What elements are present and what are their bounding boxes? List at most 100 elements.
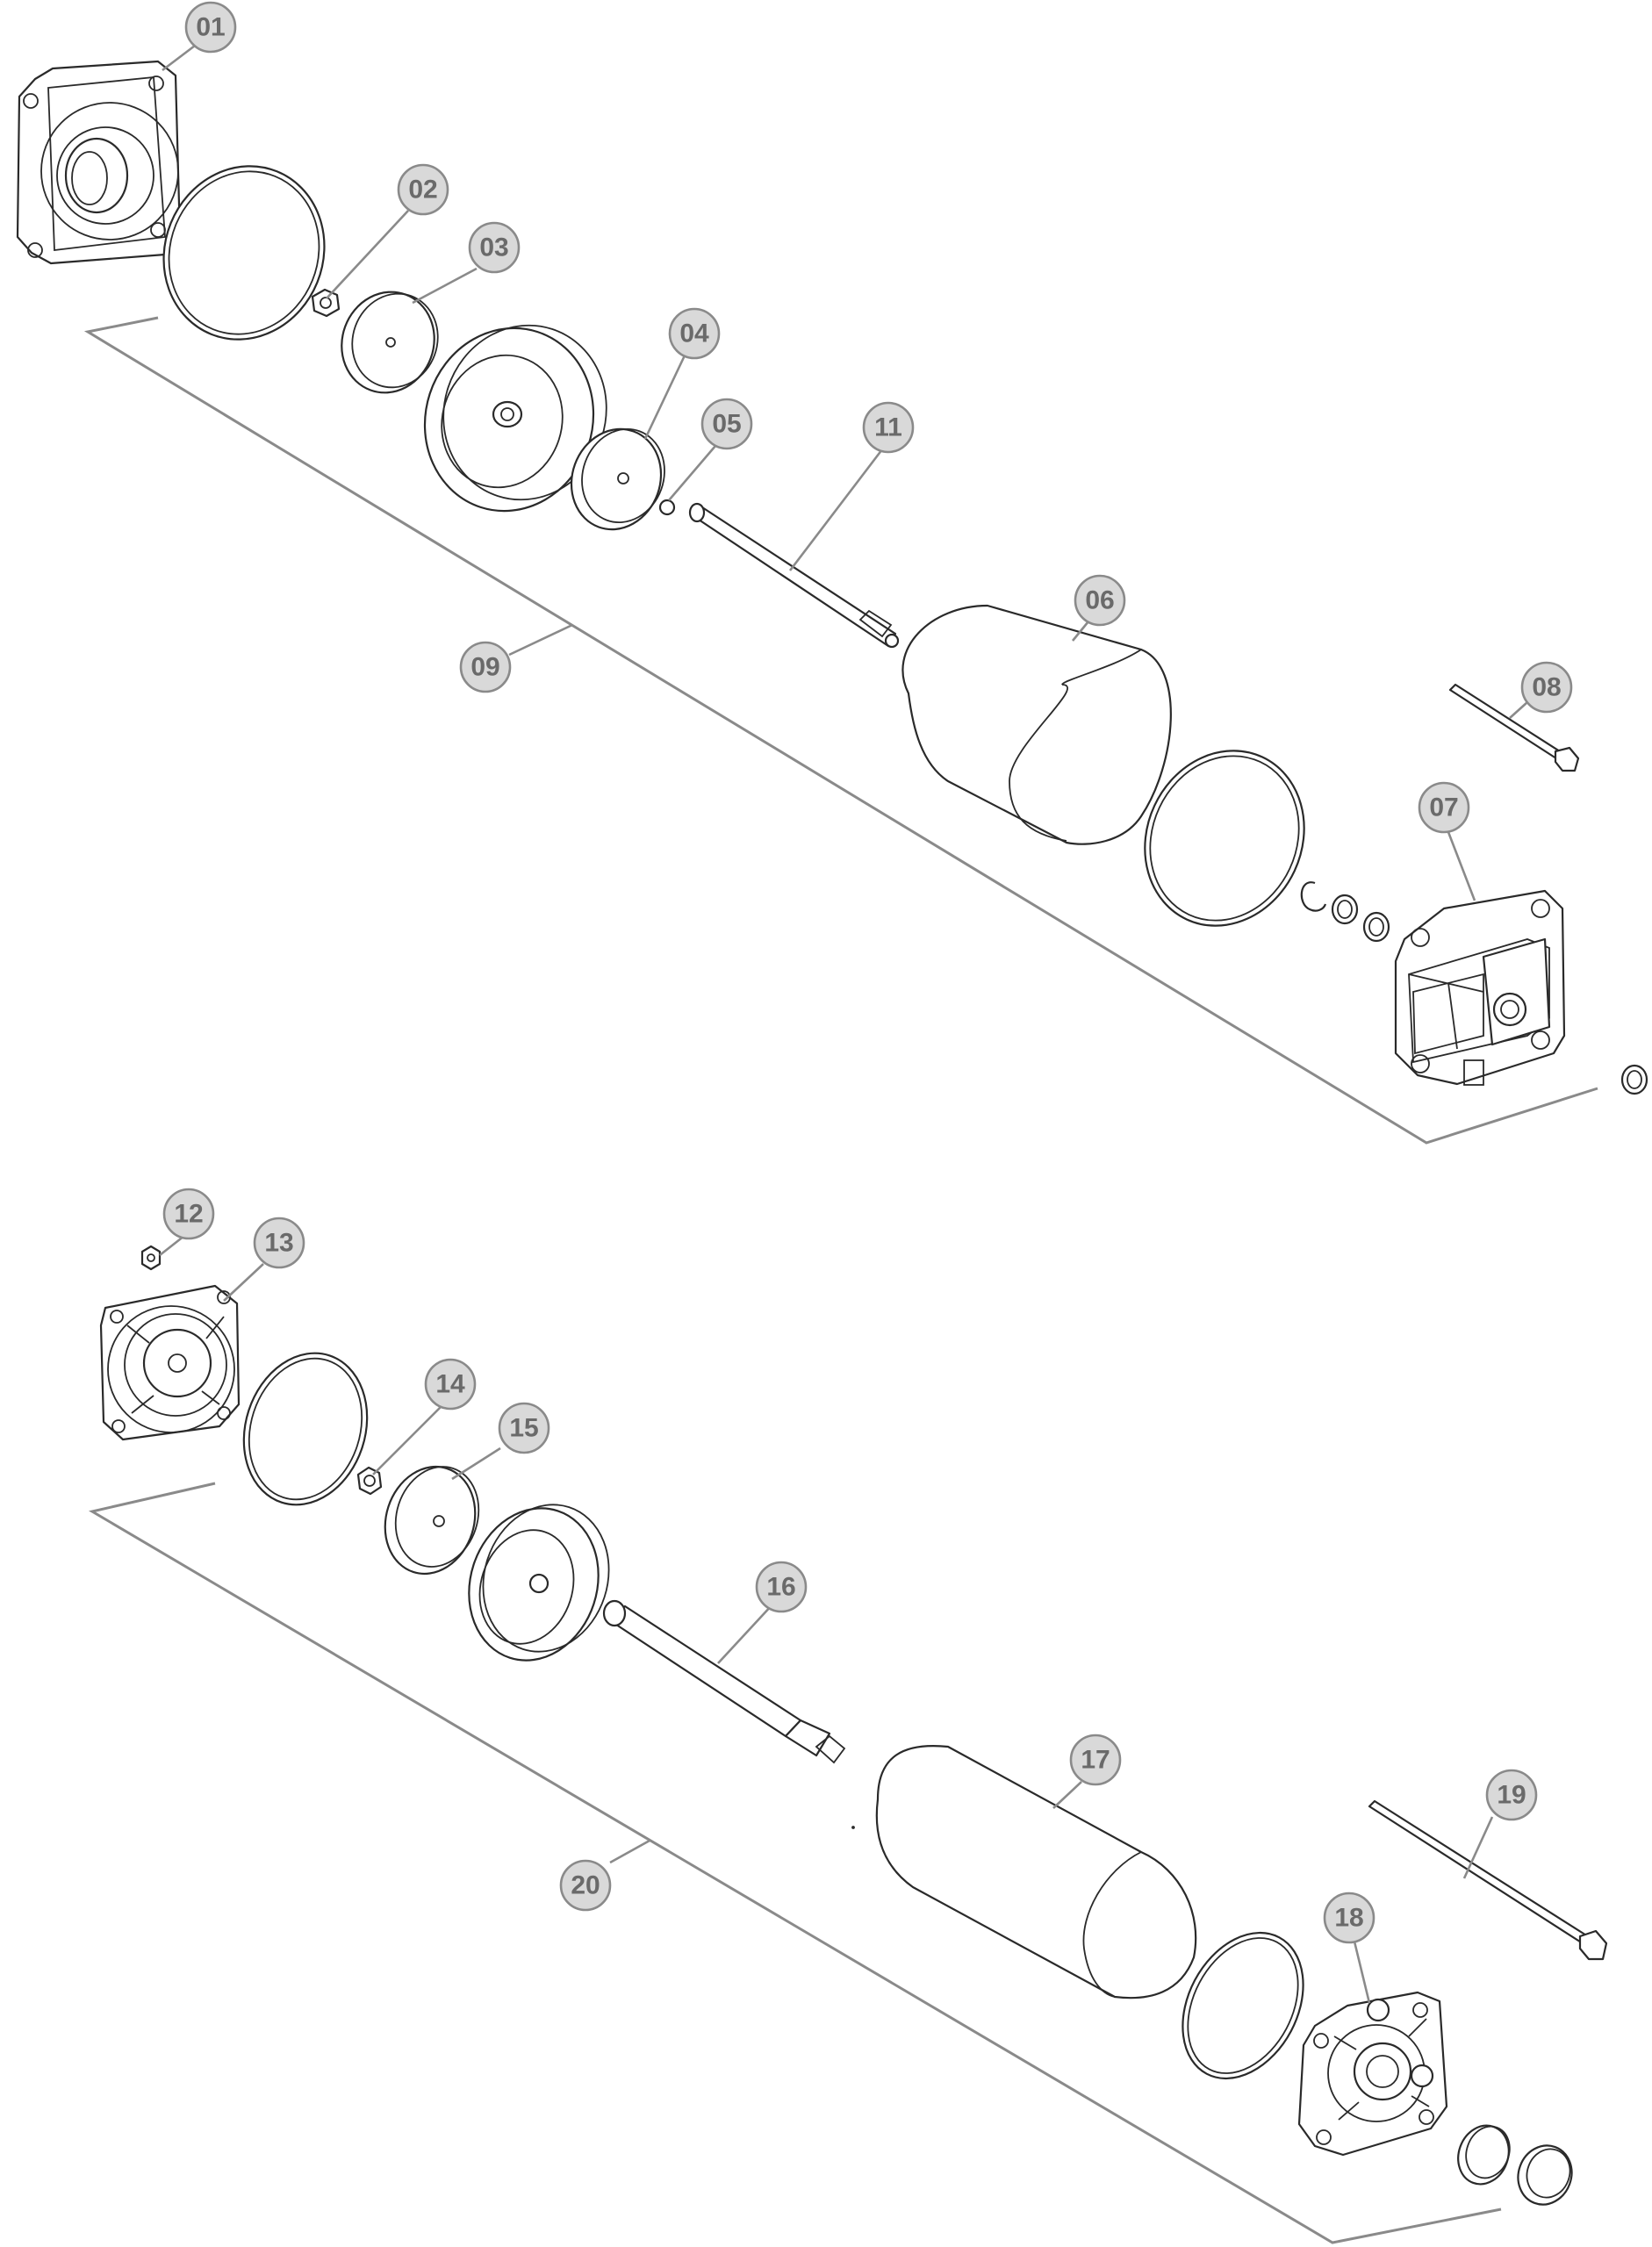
- callout-14-label: 14: [435, 1370, 465, 1399]
- callout-07: 07: [1418, 781, 1470, 834]
- large-o-ring-bottom: [242, 1352, 369, 1506]
- small-o-ring-top-1-inner: [1337, 900, 1353, 919]
- leader-17: [1052, 1781, 1082, 1809]
- small-o-ring-top-1: [1331, 894, 1359, 925]
- part-04-washer: [570, 427, 665, 531]
- stray-dot: [851, 1826, 855, 1829]
- large-o-ring-top: [162, 165, 326, 341]
- part-12-nut: [140, 1245, 162, 1271]
- bushing-2: [1517, 2144, 1573, 2206]
- large-o-ring-bottom-2-inner: [1187, 1937, 1299, 2074]
- callout-19: 19: [1485, 1769, 1538, 1821]
- callout-19-label: 19: [1497, 1781, 1526, 1810]
- part-14-nut: [356, 1466, 383, 1496]
- callout-07-label: 07: [1429, 793, 1458, 822]
- callout-05: 05: [700, 398, 753, 450]
- part-03-washer: [341, 291, 439, 394]
- leader-20: [609, 1839, 650, 1864]
- callout-12-label: 12: [174, 1200, 203, 1229]
- callout-16-label: 16: [766, 1573, 795, 1602]
- top-assembly: [16, 60, 1648, 1145]
- leader-18: [1353, 1941, 1371, 2004]
- callout-11-label: 11: [874, 413, 902, 442]
- part-01-end-flange: [16, 60, 182, 265]
- leader-04: [643, 355, 686, 440]
- callout-02: 02: [397, 163, 449, 216]
- callout-01-label: 01: [196, 13, 225, 42]
- leader-03: [412, 267, 478, 305]
- part-15-washer: [384, 1465, 480, 1576]
- leader-09: [508, 623, 573, 657]
- callout-09: 09: [459, 641, 512, 693]
- callout-20-label: 20: [571, 1871, 600, 1900]
- part-16-piston-rod: [602, 1599, 846, 1764]
- callout-13-label: 13: [264, 1229, 293, 1258]
- part-07-end-cap: [1394, 889, 1566, 1086]
- callout-14: 14: [424, 1358, 477, 1411]
- callout-15-label: 15: [509, 1414, 538, 1443]
- leader-06: [1071, 621, 1090, 642]
- leader-16: [717, 1604, 773, 1664]
- callout-04: 04: [668, 307, 721, 360]
- part-13-end-cap: [99, 1284, 241, 1441]
- leader-19: [1462, 1816, 1494, 1879]
- large-o-ring-bottom-inner: [248, 1357, 363, 1501]
- leader-15: [451, 1447, 501, 1481]
- leader-05: [668, 445, 716, 501]
- part-08-tie-rod: [1448, 683, 1580, 772]
- callout-11: 11: [862, 401, 915, 454]
- callout-16: 16: [755, 1561, 808, 1613]
- large-o-ring-bottom-2: [1182, 1931, 1304, 2080]
- callout-03-label: 03: [479, 233, 508, 262]
- part-11-piston-rod: [688, 502, 900, 649]
- callout-02-label: 02: [408, 176, 437, 205]
- snap-ring-top: [1300, 881, 1327, 912]
- part-17-cylinder-barrel: [875, 1745, 1197, 1999]
- piston-bottom: [468, 1504, 610, 1662]
- part-19-tie-rod: [1368, 1799, 1608, 1961]
- callout-06: 06: [1074, 574, 1126, 627]
- large-o-ring-top-2: [1144, 750, 1305, 927]
- callout-20: 20: [559, 1859, 612, 1912]
- callout-01: 01: [184, 1, 237, 54]
- callout-17: 17: [1069, 1734, 1122, 1786]
- leader-14: [372, 1403, 444, 1475]
- leader-07: [1447, 831, 1476, 901]
- part-02-nut: [311, 288, 341, 318]
- small-o-ring-top-2: [1362, 911, 1390, 943]
- part-05-ball: [658, 499, 676, 516]
- bottom-assembly: [88, 1245, 1608, 2244]
- leader-13: [223, 1263, 264, 1302]
- callout-08: 08: [1520, 661, 1573, 714]
- small-o-ring-top-3-inner: [1627, 1070, 1642, 1089]
- bushing-1: [1457, 2124, 1511, 2186]
- bottom-assembly-bracket: [88, 1482, 1502, 2244]
- callout-12: 12: [162, 1188, 215, 1240]
- callout-18-label: 18: [1334, 1904, 1363, 1933]
- leader-01: [162, 44, 196, 72]
- part-06-cylinder-barrel: [901, 604, 1172, 845]
- callout-05-label: 05: [712, 410, 741, 439]
- leader-08: [1509, 701, 1528, 719]
- large-o-ring-top-inner: [168, 170, 320, 335]
- callouts: 01 02 03 04 05 11 06 08: [162, 1, 1573, 1944]
- callout-18: 18: [1323, 1892, 1375, 1944]
- callout-03: 03: [468, 221, 521, 274]
- leader-02: [326, 210, 409, 299]
- leader-11: [788, 449, 884, 571]
- callout-04-label: 04: [679, 319, 709, 348]
- small-o-ring-top-2-inner: [1368, 917, 1384, 937]
- callout-15: 15: [498, 1402, 550, 1454]
- leader-12: [159, 1234, 185, 1257]
- part-18-end-cap: [1297, 1991, 1448, 2157]
- callout-08-label: 08: [1532, 673, 1561, 702]
- callout-13: 13: [253, 1217, 305, 1269]
- callout-17-label: 17: [1081, 1746, 1110, 1775]
- top-assembly-bracket: [83, 316, 1598, 1145]
- small-o-ring-top-3: [1620, 1064, 1648, 1095]
- callout-09-label: 09: [470, 653, 499, 682]
- callout-06-label: 06: [1085, 586, 1114, 615]
- large-o-ring-top-2-inner: [1149, 755, 1300, 922]
- leader-lines: [159, 44, 1528, 2004]
